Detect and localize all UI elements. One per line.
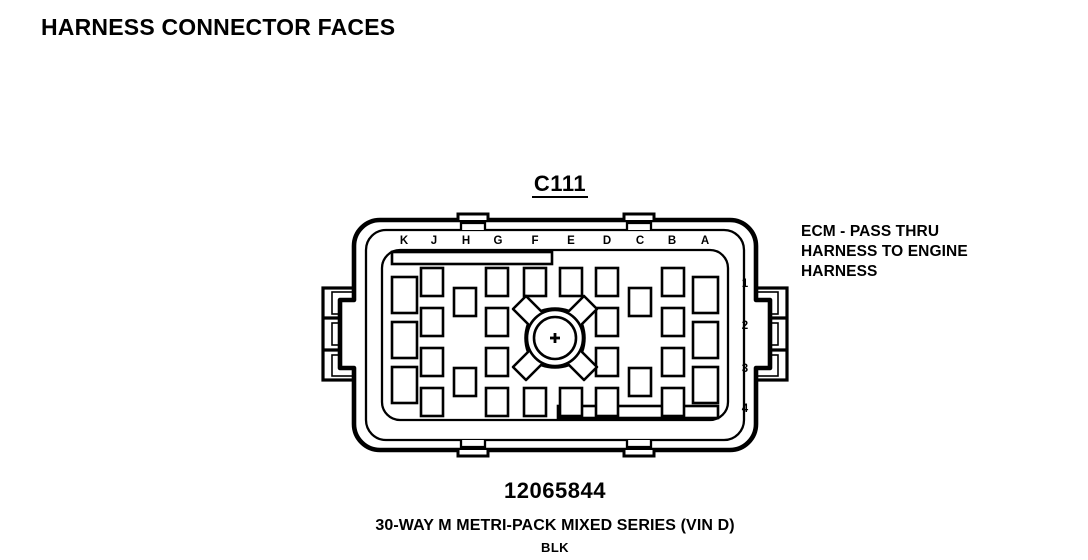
cavity-column-F xyxy=(522,266,548,418)
connector-id-container: C111 xyxy=(500,172,620,199)
cavity-column-E xyxy=(558,266,584,418)
bolt-center-cross-icon xyxy=(550,333,560,343)
cavity-K1[interactable] xyxy=(390,275,419,315)
cavity-B2[interactable] xyxy=(660,306,686,338)
cavity-B3[interactable] xyxy=(660,346,686,378)
cavity-J4[interactable] xyxy=(419,386,445,418)
cavity-A1[interactable] xyxy=(691,275,720,315)
cavity-column-C xyxy=(627,286,653,398)
cavity-D3[interactable] xyxy=(594,346,620,378)
center-bolt-boss xyxy=(511,294,599,382)
cavity-G1[interactable] xyxy=(484,266,510,298)
cavity-J2[interactable] xyxy=(419,306,445,338)
cavity-column-J xyxy=(419,266,445,418)
connector-drawing: K J H G F E D C B A 1 2 3 4 xyxy=(321,212,789,458)
connector-wire-color: BLK xyxy=(541,540,569,555)
cavity-column-H xyxy=(452,286,478,398)
cavity-K2[interactable] xyxy=(390,320,419,360)
cavity-field-border xyxy=(380,248,730,422)
connector-circuit-note: ECM - PASS THRU HARNESS TO ENGINE HARNES… xyxy=(801,222,1041,282)
cavity-C1[interactable] xyxy=(627,286,653,318)
column-label-A: A xyxy=(701,235,709,247)
cavity-E1[interactable] xyxy=(558,266,584,298)
page-title: HARNESS CONNECTOR FACES xyxy=(41,14,396,40)
column-label-E: E xyxy=(567,235,575,247)
column-label-F: F xyxy=(531,235,538,247)
row-label-3: 3 xyxy=(742,363,748,375)
connector-part-number: 12065844 xyxy=(504,478,606,503)
top-keying-ledge xyxy=(390,250,554,266)
connector-id-label: C111 xyxy=(531,172,589,199)
column-label-J: J xyxy=(431,235,437,247)
cavity-B1[interactable] xyxy=(660,266,686,298)
cavity-G3[interactable] xyxy=(484,346,510,378)
row-label-2: 2 xyxy=(742,320,748,332)
cavity-H1[interactable] xyxy=(452,286,478,318)
cavity-D2[interactable] xyxy=(594,306,620,338)
cavity-column-K xyxy=(390,275,419,405)
cavity-D4[interactable] xyxy=(594,386,620,418)
column-label-K: K xyxy=(400,235,409,247)
circuit-note-line-2: HARNESS TO ENGINE xyxy=(801,243,968,260)
row-label-1: 1 xyxy=(742,278,749,290)
cavity-A3[interactable] xyxy=(691,365,720,405)
cavity-J3[interactable] xyxy=(419,346,445,378)
cavity-H2[interactable] xyxy=(452,366,478,398)
column-labels: K J H G F E D C B A xyxy=(400,235,709,247)
row-label-4: 4 xyxy=(742,403,749,415)
cavity-G4[interactable] xyxy=(484,386,510,418)
cavity-column-G xyxy=(484,266,510,418)
column-label-C: C xyxy=(636,235,644,247)
column-label-B: B xyxy=(668,235,676,247)
column-label-G: G xyxy=(494,235,503,247)
cavity-A2[interactable] xyxy=(691,320,720,360)
cavity-F4[interactable] xyxy=(522,386,548,418)
column-label-H: H xyxy=(462,235,470,247)
row-labels: 1 2 3 4 xyxy=(742,278,749,415)
connector-series-description: 30-WAY M METRI-PACK MIXED SERIES (VIN D) xyxy=(375,517,735,534)
cavity-E4[interactable] xyxy=(558,386,584,418)
cavity-column-A xyxy=(691,275,720,405)
cavity-B4[interactable] xyxy=(660,386,686,418)
cavity-K3[interactable] xyxy=(390,365,419,405)
circuit-note-line-1: ECM - PASS THRU xyxy=(801,223,940,240)
column-label-D: D xyxy=(603,235,611,247)
circuit-note-line-3: HARNESS xyxy=(801,263,878,280)
cavity-G2[interactable] xyxy=(484,306,510,338)
connector-inner-shell-outline xyxy=(364,221,746,449)
cavity-C2[interactable] xyxy=(627,366,653,398)
cavity-column-D xyxy=(594,266,620,418)
cavity-column-B xyxy=(660,266,686,418)
cavity-D1[interactable] xyxy=(594,266,620,298)
connector-face-diagram: K J H G F E D C B A 1 2 3 4 xyxy=(318,210,792,460)
cavity-F1[interactable] xyxy=(522,266,548,298)
cavity-J1[interactable] xyxy=(419,266,445,298)
